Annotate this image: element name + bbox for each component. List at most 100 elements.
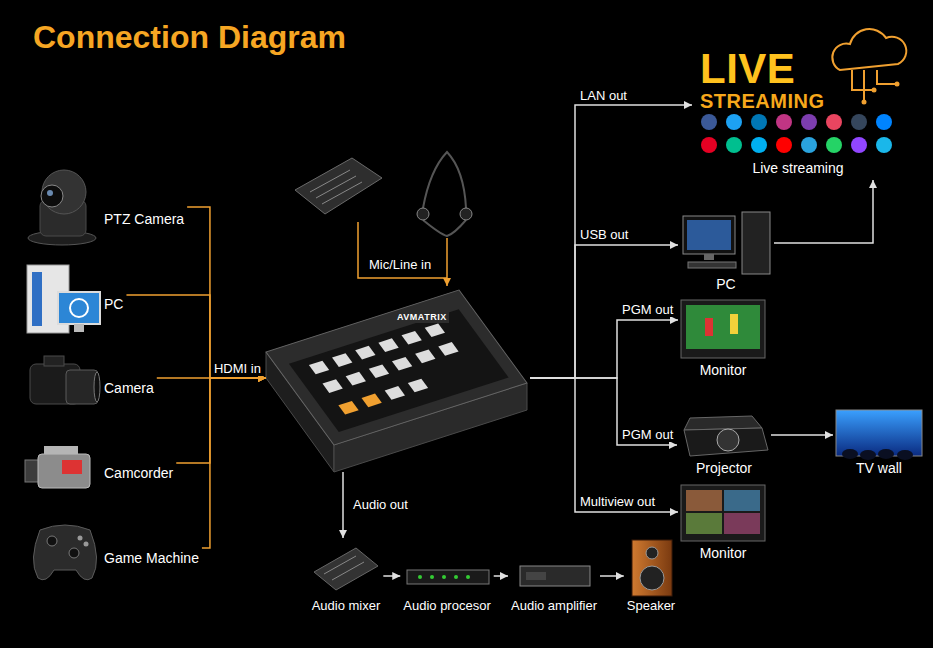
processor-led — [442, 575, 446, 579]
platform-label: Live streaming — [752, 160, 843, 176]
pc: PC — [678, 210, 774, 294]
pc-icon — [27, 265, 100, 333]
device-label: Audio procesor — [403, 598, 490, 614]
device-label: Audio mixer — [312, 598, 381, 614]
signal-connector — [600, 575, 624, 577]
lens-front — [94, 372, 100, 402]
social-icon — [876, 137, 892, 153]
switcher-button — [362, 394, 382, 408]
amplifier-panel — [526, 572, 546, 580]
monitor-icon — [681, 485, 765, 541]
switcher-button — [438, 342, 458, 356]
device-label: PC — [104, 296, 123, 312]
social-icon — [851, 137, 867, 153]
camcorder-icon — [25, 446, 90, 488]
tv-wall: TV wall — [833, 406, 925, 478]
gamepad-stick — [69, 548, 79, 558]
monitor: Monitor — [678, 483, 768, 565]
monitor-icon — [681, 300, 765, 358]
mixer-body — [314, 548, 378, 590]
camera-prism — [44, 356, 64, 366]
monitor-stand — [74, 324, 84, 332]
social-icon — [801, 137, 817, 153]
signal-connector — [774, 180, 873, 243]
cloud-logo — [832, 29, 906, 104]
mixer-fader — [316, 176, 356, 198]
switcher-button — [392, 357, 412, 371]
earphone-icon — [417, 152, 472, 236]
signal-label: Multiview out — [579, 494, 656, 509]
pc-monitor — [58, 292, 100, 324]
signal-connector — [530, 245, 678, 378]
screen-symbol — [70, 299, 88, 317]
speaker: Speaker — [624, 536, 678, 618]
monitor-stand — [704, 254, 714, 260]
camcorder-handle — [44, 446, 78, 454]
signal-label: Audio out — [352, 497, 409, 512]
social-icon — [751, 137, 767, 153]
social-icon — [751, 114, 767, 130]
projector-icon — [684, 416, 768, 456]
signal-connector — [383, 575, 400, 577]
gamepad-stick — [47, 536, 57, 546]
dslr-camera-icon — [30, 356, 100, 404]
earphone-wire — [423, 220, 466, 236]
social-icon — [776, 114, 792, 130]
switcher-button — [402, 331, 422, 345]
ptz-camera: PTZ Camera — [22, 168, 187, 246]
signal-connector — [771, 434, 833, 436]
processor-led — [418, 575, 422, 579]
mic-line-wire — [446, 238, 448, 286]
signal-label: USB out — [579, 227, 629, 242]
gamepad-body — [33, 525, 96, 580]
lens-glint — [47, 190, 53, 196]
circuit-dot — [895, 82, 900, 87]
speaker-woofer — [640, 566, 664, 590]
audio-amplifier: Audio amplifier — [508, 560, 600, 618]
circuit-line — [852, 70, 895, 100]
device-label: Monitor — [700, 362, 747, 378]
audience — [878, 449, 894, 459]
monitor: Monitor — [678, 298, 768, 382]
camera-head — [42, 170, 86, 214]
mixer-fader — [324, 556, 356, 574]
switcher-button — [378, 338, 398, 352]
earbud — [460, 208, 472, 220]
signal-label: LAN out — [579, 88, 628, 103]
device-label: PTZ Camera — [104, 211, 184, 227]
signal-connector — [126, 295, 266, 378]
audience — [897, 450, 913, 460]
device-label: TV wall — [856, 460, 902, 476]
signal-connector — [530, 378, 677, 445]
device-label: Speaker — [627, 598, 675, 614]
switcher-button — [385, 386, 405, 400]
signal-connector — [202, 378, 266, 548]
game-machine: Game Machine — [22, 512, 202, 584]
processor-led — [430, 575, 434, 579]
signal-connector — [176, 378, 266, 463]
pc-icon — [683, 212, 770, 274]
gamepad-icon — [33, 525, 96, 580]
tv-wall-icon — [836, 410, 922, 460]
multiview-pane — [724, 490, 760, 511]
gamepad-button — [78, 536, 83, 541]
switcher-top — [266, 290, 527, 445]
device-label: Game Machine — [104, 550, 199, 566]
social-icon — [726, 137, 742, 153]
amplifier-body — [520, 566, 590, 586]
camcorder-body — [38, 454, 90, 488]
signal-label: PGM out — [621, 302, 674, 317]
switcher-icon — [266, 290, 527, 472]
switcher-button — [322, 379, 342, 393]
pc-tower — [742, 212, 770, 274]
device-label: Camcorder — [104, 465, 173, 481]
device-label: Audio amplifier — [511, 598, 597, 614]
audience — [860, 450, 876, 460]
processor-led — [454, 575, 458, 579]
mixer-icon — [295, 158, 382, 214]
switcher-button — [346, 372, 366, 386]
social-icon — [726, 114, 742, 130]
switcher-button — [332, 353, 352, 367]
multiview-pane — [686, 490, 722, 511]
audio-amplifier-icon — [520, 566, 590, 586]
